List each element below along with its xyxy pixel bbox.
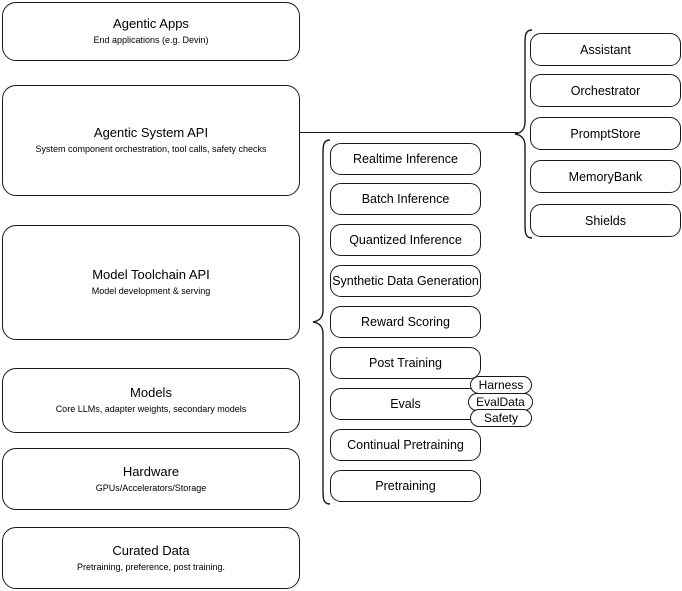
system-box-assistant[interactable]: Assistant xyxy=(530,33,681,66)
eval-badge-harness[interactable]: Harness xyxy=(470,376,532,394)
system-box-orchestrator[interactable]: Orchestrator xyxy=(530,74,681,107)
toolchain-label: Evals xyxy=(390,397,421,411)
layer-box-curated-data[interactable]: Curated Data Pretraining, preference, po… xyxy=(2,527,300,589)
layer-title: Models xyxy=(130,385,172,400)
layer-box-models[interactable]: Models Core LLMs, adapter weights, secon… xyxy=(2,368,300,433)
layer-subtitle: End applications (e.g. Devin) xyxy=(93,35,209,45)
eval-badge-label: Harness xyxy=(478,378,524,392)
toolchain-box-post-training[interactable]: Post Training xyxy=(330,347,481,379)
toolchain-label: Synthetic Data Generation xyxy=(332,274,479,288)
layer-title: Hardware xyxy=(122,463,180,479)
layer-subtitle: GPUs/Accelerators/Storage xyxy=(95,482,207,493)
system-label: Assistant xyxy=(580,42,631,57)
system-box-memorybank[interactable]: MemoryBank xyxy=(530,160,681,193)
layer-subtitle: Core LLMs, adapter weights, secondary mo… xyxy=(55,404,247,414)
toolchain-box-pretraining[interactable]: Pretraining xyxy=(330,470,481,502)
system-label: Shields xyxy=(585,213,626,228)
system-box-promptstore[interactable]: PromptStore xyxy=(530,117,681,150)
system-box-shields[interactable]: Shields xyxy=(530,204,681,237)
eval-badge-safety[interactable]: Safety xyxy=(470,409,532,427)
eval-badge-label: EvalData xyxy=(476,395,525,409)
layer-box-agentic-apps[interactable]: Agentic Apps End applications (e.g. Devi… xyxy=(2,2,300,61)
layer-box-agentic-system-api[interactable]: Agentic System API System component orch… xyxy=(2,85,300,196)
toolchain-box-quantized-inference[interactable]: Quantized Inference xyxy=(330,224,481,256)
toolchain-box-realtime-inference[interactable]: Realtime Inference xyxy=(330,143,481,175)
system-label: MemoryBank xyxy=(568,169,643,184)
layer-box-hardware[interactable]: Hardware GPUs/Accelerators/Storage xyxy=(2,448,300,510)
layer-title: Model Toolchain API xyxy=(92,267,210,282)
toolchain-label: Batch Inference xyxy=(361,192,450,206)
toolchain-box-batch-inference[interactable]: Batch Inference xyxy=(330,183,481,215)
layer-subtitle: Model development & serving xyxy=(91,286,211,296)
toolchain-box-synthetic-data-generation[interactable]: Synthetic Data Generation xyxy=(330,265,481,297)
toolchain-label: Pretraining xyxy=(375,479,436,493)
toolchain-label: Quantized Inference xyxy=(349,233,462,247)
layer-subtitle: System component orchestration, tool cal… xyxy=(35,144,267,154)
system-label: PromptStore xyxy=(570,126,641,141)
system-label: Orchestrator xyxy=(570,83,641,98)
layer-title: Curated Data xyxy=(112,542,190,558)
eval-badge-label: Safety xyxy=(483,411,519,425)
toolchain-label: Reward Scoring xyxy=(361,315,450,329)
layer-title: Agentic System API xyxy=(93,125,209,140)
toolchain-label: Realtime Inference xyxy=(353,152,458,166)
layer-subtitle: Pretraining, preference, post training. xyxy=(76,561,226,572)
layer-box-model-toolchain-api[interactable]: Model Toolchain API Model development & … xyxy=(2,225,300,340)
toolchain-box-continual-pretraining[interactable]: Continual Pretraining xyxy=(330,429,481,461)
toolchain-box-evals[interactable]: Evals xyxy=(330,388,481,420)
layer-title: Agentic Apps xyxy=(113,16,189,31)
toolchain-box-reward-scoring[interactable]: Reward Scoring xyxy=(330,306,481,338)
toolchain-label: Post Training xyxy=(369,356,442,370)
connector-system-api-to-components xyxy=(300,132,518,134)
toolchain-label: Continual Pretraining xyxy=(347,438,464,452)
brace-toolchain-components xyxy=(310,138,332,508)
